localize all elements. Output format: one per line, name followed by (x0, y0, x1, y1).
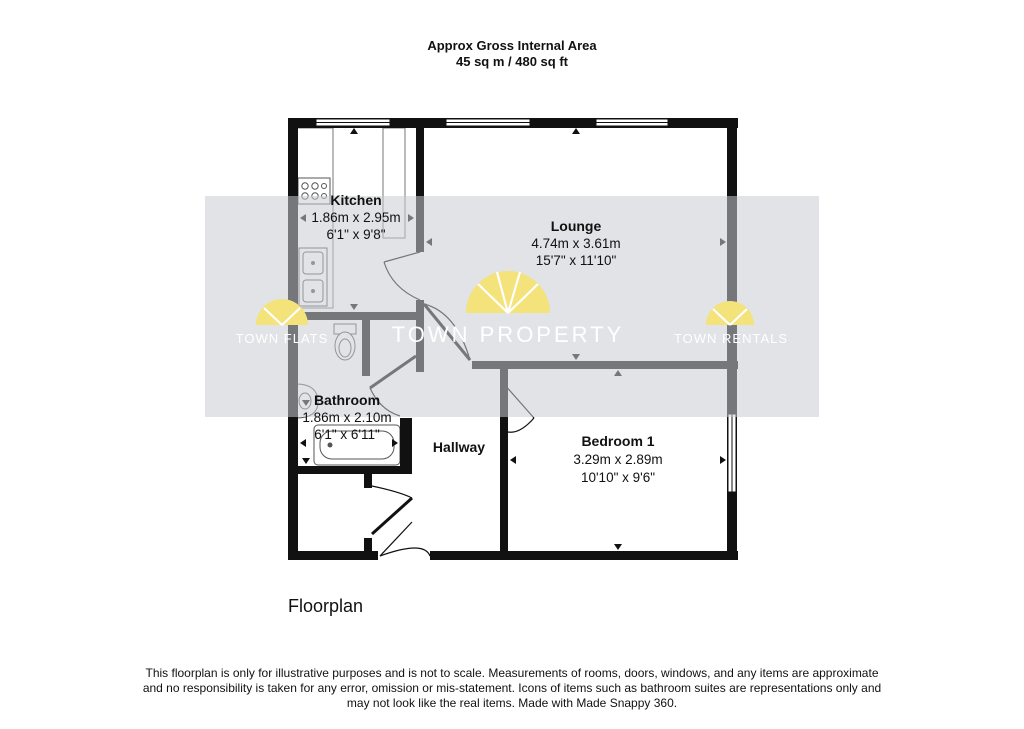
watermark-center: TOWN PROPERTY (392, 322, 625, 347)
floorplan-caption: Floorplan (288, 596, 364, 616)
sun-logo-icon (256, 271, 754, 325)
lounge-imperial: 15'7" x 11'10" (536, 253, 617, 268)
watermark-right: TOWN RENTALS (674, 331, 788, 346)
disclaimer: This floorplan is only for illustrative … (112, 666, 912, 711)
bathroom-cupboard-door (371, 485, 413, 499)
bedroom1-metric: 3.29m x 2.89m (573, 452, 662, 467)
bedroom-door-swing (507, 417, 535, 433)
bathroom-imperial: 6'1" x 6'11" (314, 427, 380, 442)
watermark: TOWN FLATS TOWN PROPERTY TOWN RENTALS (205, 196, 819, 417)
area-title: Approx Gross Internal Area (427, 38, 597, 53)
room-labels: Kitchen 1.86m x 2.95m 6'1" x 9'8" Lounge… (302, 192, 662, 485)
area-value: 45 sq m / 480 sq ft (456, 54, 568, 69)
entrance-door-swing (379, 547, 431, 557)
lounge-metric: 4.74m x 3.61m (531, 236, 620, 251)
bedroom1-name: Bedroom 1 (581, 433, 654, 449)
watermark-left: TOWN FLATS (236, 331, 329, 346)
kitchen-metric: 1.86m x 2.95m (311, 210, 400, 225)
bathroom-metric: 1.86m x 2.10m (302, 410, 391, 425)
disclaimer-line-3: may not look like the real items. Made w… (346, 696, 678, 710)
bedroom1-imperial: 10'10" x 9'6" (581, 470, 655, 485)
kitchen-imperial: 6'1" x 9'8" (326, 227, 385, 242)
lounge-name: Lounge (551, 218, 602, 234)
bathroom-name: Bathroom (314, 392, 380, 408)
sun-rays (263, 271, 748, 326)
disclaimer-line-2: and no responsibility is taken for any e… (142, 681, 882, 695)
disclaimer-line-1: This floorplan is only for illustrative … (145, 666, 879, 680)
kitchen-name: Kitchen (330, 192, 381, 208)
hallway-name: Hallway (433, 439, 485, 455)
